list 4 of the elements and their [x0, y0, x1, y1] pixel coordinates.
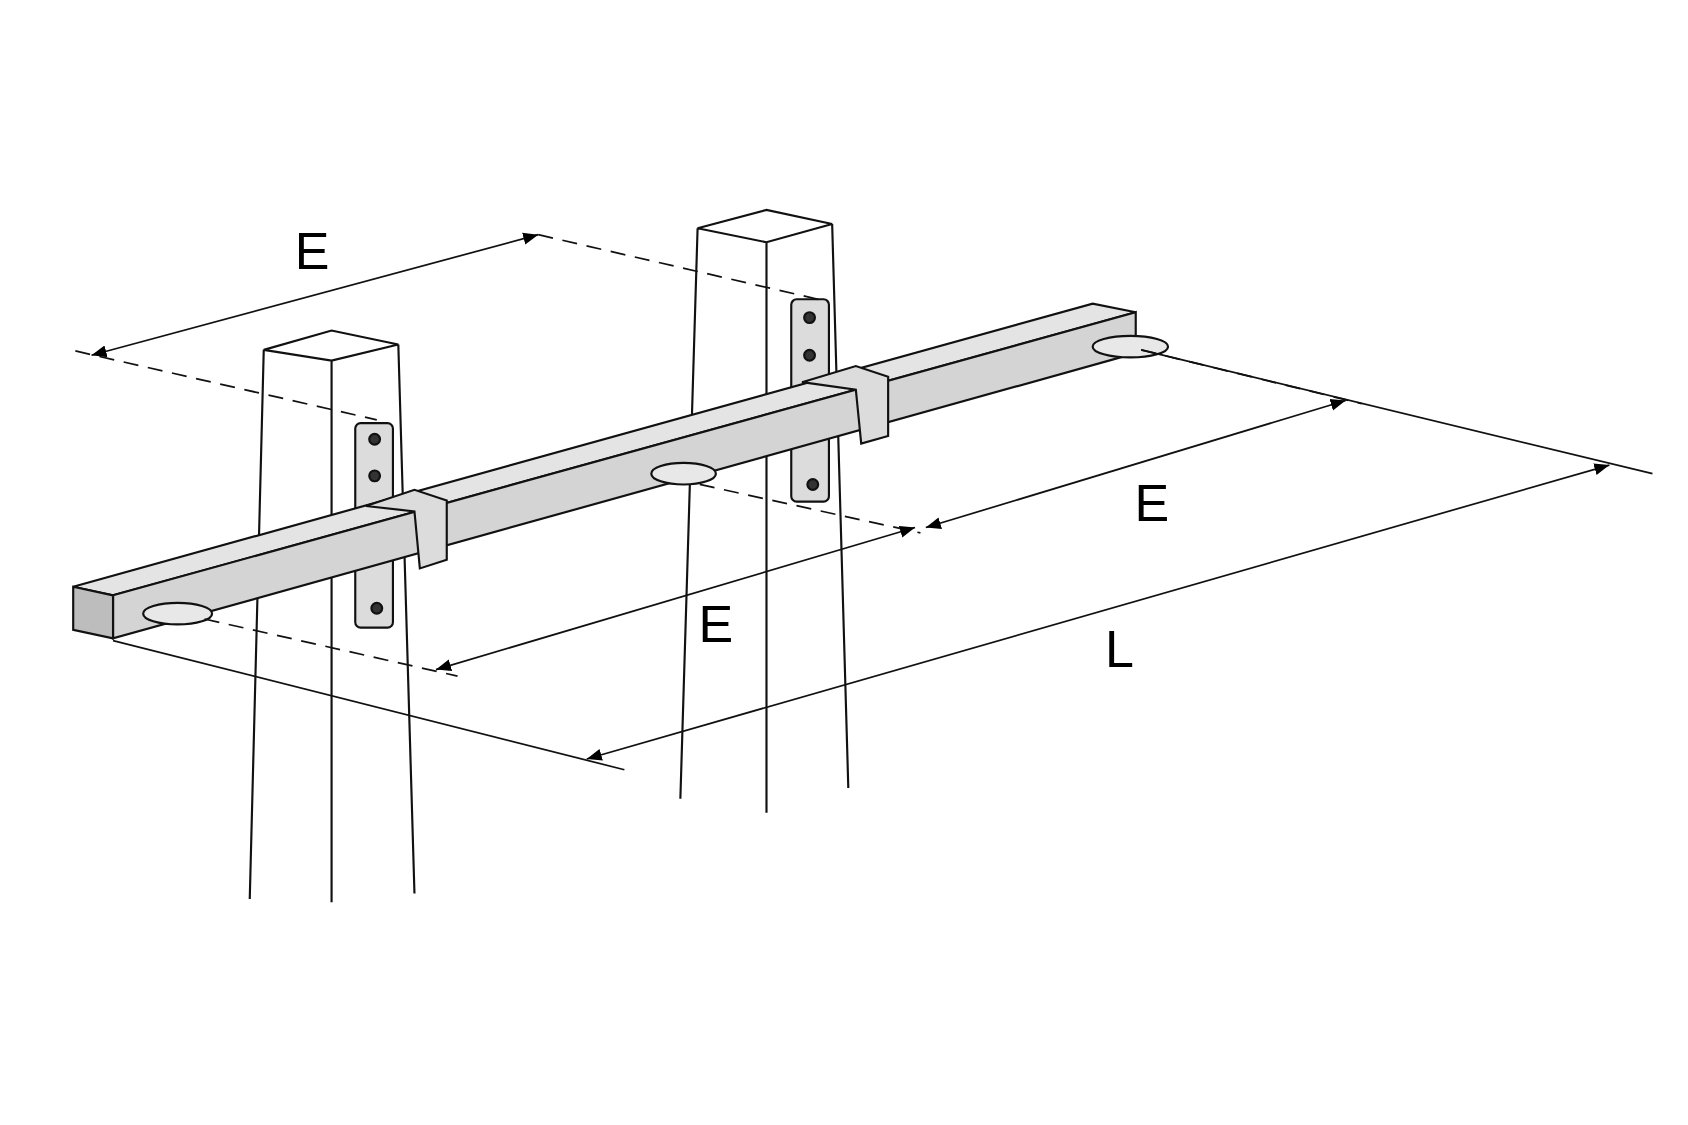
dimension-label: E	[294, 224, 330, 277]
dimension-label: L	[1105, 623, 1135, 676]
dimension-label: E	[1134, 476, 1170, 529]
dimension-label: E	[698, 598, 734, 651]
